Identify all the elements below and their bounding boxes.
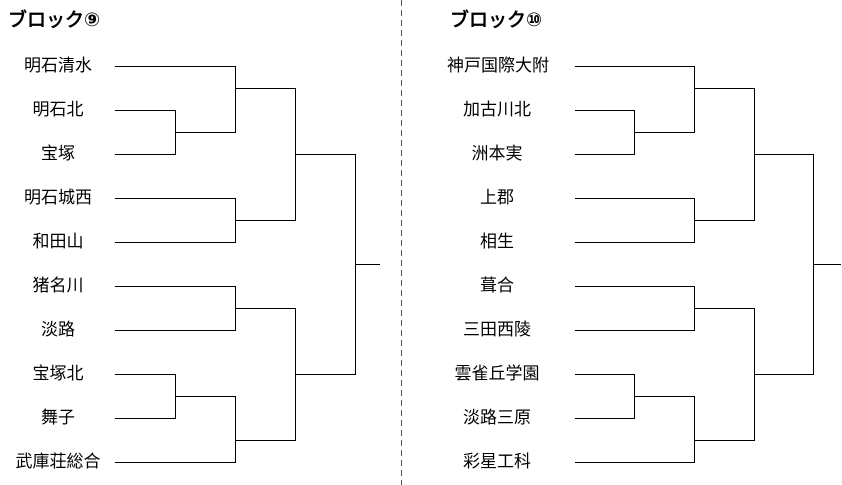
block-9-title: ブロック⑨ <box>8 9 101 31</box>
team-b10-2: 加古川北 <box>463 100 531 120</box>
team-b10-6: 葺合 <box>480 276 514 296</box>
team-b9-6: 猪名川 <box>32 276 84 296</box>
team-b9-1: 明石清水 <box>24 56 92 76</box>
b10-r1-match-a <box>634 110 694 155</box>
team-b10-10: 彩星工科 <box>463 452 531 472</box>
b9-r2-match-b <box>235 198 295 243</box>
b10-r3-match-b <box>754 308 813 441</box>
b9-r3-match-a <box>295 88 355 221</box>
b9-r2-match-c <box>235 286 295 331</box>
b10-final <box>813 154 841 375</box>
team-b9-4: 明石城西 <box>24 188 92 208</box>
team-b10-7: 三田西陵 <box>463 320 531 340</box>
team-b10-3: 洲本実 <box>471 144 523 164</box>
b9-r2-match-a <box>235 66 295 133</box>
bracket-block-9 <box>115 66 380 463</box>
bracket-block-10 <box>575 66 841 463</box>
b10-r1-match-b <box>634 374 694 419</box>
b10-r2-match-c <box>694 286 754 331</box>
team-b9-7: 淡路 <box>41 320 75 340</box>
b9-r3-match-b <box>295 308 355 441</box>
block-10-title: ブロック⑩ <box>450 9 543 31</box>
team-b9-8: 宝塚北 <box>32 364 84 384</box>
b9-r1-match-a <box>175 110 235 155</box>
b10-r2-match-d <box>694 396 754 463</box>
team-b10-9: 淡路三原 <box>463 408 531 428</box>
b10-r3-match-a <box>754 88 813 221</box>
b9-r2-match-d <box>235 396 295 463</box>
b9-final <box>355 154 380 375</box>
team-b9-9: 舞子 <box>41 408 75 428</box>
team-b9-5: 和田山 <box>32 232 84 252</box>
team-b9-2: 明石北 <box>32 100 84 120</box>
team-b9-10: 武庫荘総合 <box>15 452 101 472</box>
team-b10-1: 神戸国際大附 <box>447 56 549 76</box>
b10-r2-match-a <box>694 66 754 133</box>
team-b10-5: 相生 <box>480 232 514 252</box>
b9-r1-match-b <box>175 374 235 419</box>
team-b9-3: 宝塚 <box>41 144 75 164</box>
team-b10-8: 雲雀丘学園 <box>454 364 540 384</box>
b10-r2-match-b <box>694 198 754 243</box>
team-b10-4: 上郡 <box>480 188 514 208</box>
